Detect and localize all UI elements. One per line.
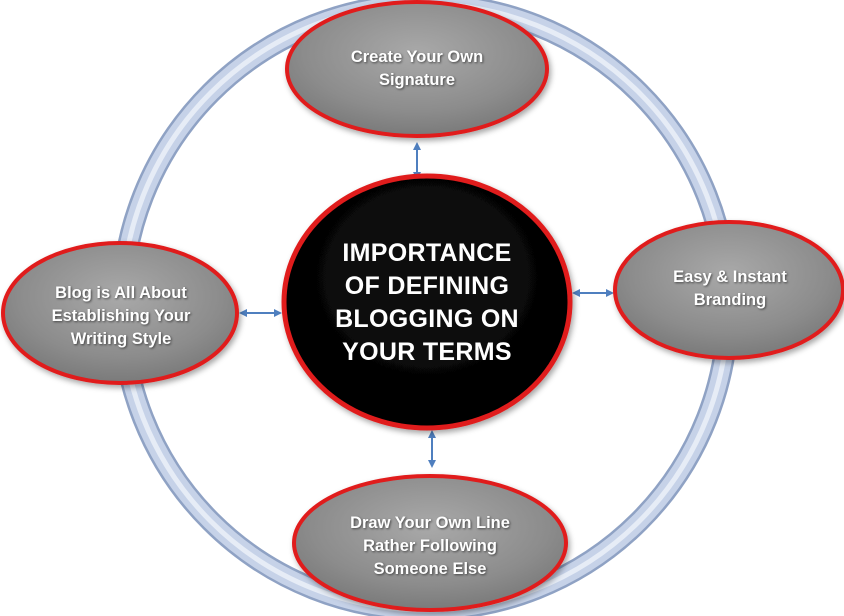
node-right-ellipse xyxy=(613,220,844,360)
node-left-ellipse xyxy=(1,241,239,385)
center-node-ellipse xyxy=(281,173,573,431)
node-top-ellipse xyxy=(285,0,549,138)
node-bottom-ellipse xyxy=(292,474,568,612)
